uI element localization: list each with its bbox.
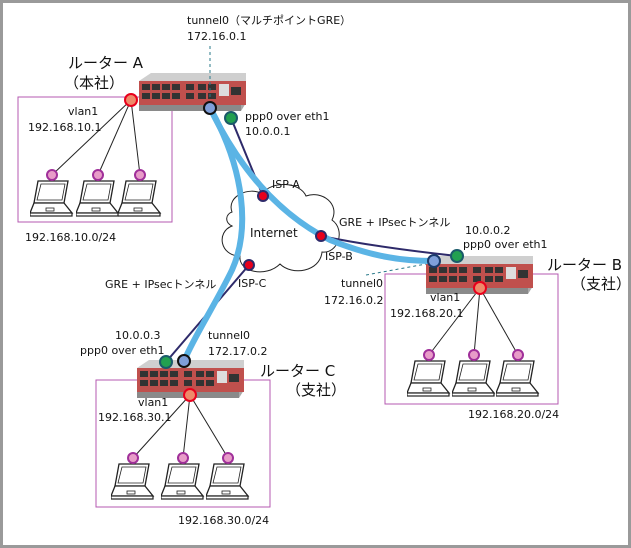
ppp-node-a [224, 111, 238, 125]
router-c-ppp-label: ppp0 over eth1 [80, 344, 165, 357]
ppp-node-b [450, 249, 464, 263]
router-b-name: ルーター B [547, 256, 622, 274]
router-b-vlan-label: vlan1 [430, 291, 460, 304]
router-a-role: （本社） [64, 74, 124, 92]
tunnel-node-a [203, 101, 217, 115]
tunnel-b-indicator [365, 263, 427, 276]
host-node [512, 349, 524, 361]
router-b-subnet: 192.168.20.0/24 [468, 408, 559, 421]
lan-link [130, 99, 141, 176]
lan-link [182, 394, 191, 459]
router-c-tunnel-ip: 172.17.0.2 [208, 345, 267, 358]
lan-links [51, 99, 519, 459]
isp-a-label: ISP-A [272, 178, 300, 191]
router-b-ppp-label: ppp0 over eth1 [463, 238, 548, 251]
router-a-vlan-ip: 192.168.10.1 [28, 121, 101, 134]
router-b-ppp-ip: 10.0.0.2 [465, 224, 510, 237]
router-a-tunnel-label: tunnel0（マルチポイントGRE） [187, 14, 351, 27]
internet-label: Internet [250, 226, 298, 240]
lan-link [479, 287, 519, 356]
router-a-vlan-label: vlan1 [68, 105, 98, 118]
lan-link [51, 99, 132, 176]
router-c-subnet: 192.168.30.0/24 [178, 514, 269, 527]
isp-node-b [315, 230, 327, 242]
router-a-device-icon [139, 73, 246, 111]
router-a-ppp-ip: 10.0.0.1 [245, 125, 290, 138]
tunnel-node-b [427, 254, 441, 268]
tunnel-link-a-c [181, 105, 246, 364]
host-node [134, 169, 146, 181]
router-c-vlan-label: vlan1 [138, 396, 168, 409]
router-c-vpn-label: GRE + IPsecトンネル [105, 278, 216, 291]
host-node [423, 349, 435, 361]
host-node [177, 452, 189, 464]
host-nodes [46, 169, 524, 464]
router-c-vlan-ip: 192.168.30.1 [98, 411, 171, 424]
host-node [468, 349, 480, 361]
host-node [222, 452, 234, 464]
host-node [92, 169, 104, 181]
isp-b-label: ISP-B [325, 250, 353, 263]
router-a-name: ルーター A [68, 54, 144, 72]
router-a-tunnel-ip: 172.16.0.1 [187, 30, 246, 43]
vlan-node-a [124, 93, 138, 107]
router-b-vpn-label: GRE + IPsecトンネル [339, 216, 450, 229]
lan-box-a [17, 96, 173, 223]
tunnel-node-c [177, 354, 191, 368]
ppp-link-b [320, 235, 458, 257]
host-node [46, 169, 58, 181]
internet-cloud [221, 184, 340, 273]
isp-c-label: ISP-C [238, 277, 267, 290]
router-a-ppp-label: ppp0 over eth1 [245, 110, 330, 123]
lan-link [428, 287, 481, 356]
lan-link [189, 394, 229, 459]
router-b-role: （支社） [571, 275, 631, 293]
router-c-role: （支社） [286, 381, 346, 399]
router-b-tunnel-ip: 172.16.0.2 [324, 294, 383, 307]
host-node [127, 452, 139, 464]
vlan-node-b [473, 281, 487, 295]
router-c-name: ルーター C [260, 362, 335, 380]
router-c-tunnel-label: tunnel0 [208, 329, 250, 342]
router-b-vlan-ip: 192.168.20.1 [390, 307, 463, 320]
lan-link [132, 394, 191, 459]
isp-node-a [257, 190, 269, 202]
lan-link [97, 99, 132, 176]
lan-link [473, 287, 481, 356]
vlan-node-c [183, 388, 197, 402]
ppp-node-c [159, 355, 173, 369]
router-c-ppp-ip: 10.0.0.3 [115, 329, 160, 342]
isp-node-c [243, 259, 255, 271]
router-a-subnet: 192.168.10.0/24 [25, 231, 116, 244]
router-b-tunnel-label: tunnel0 [341, 277, 383, 290]
